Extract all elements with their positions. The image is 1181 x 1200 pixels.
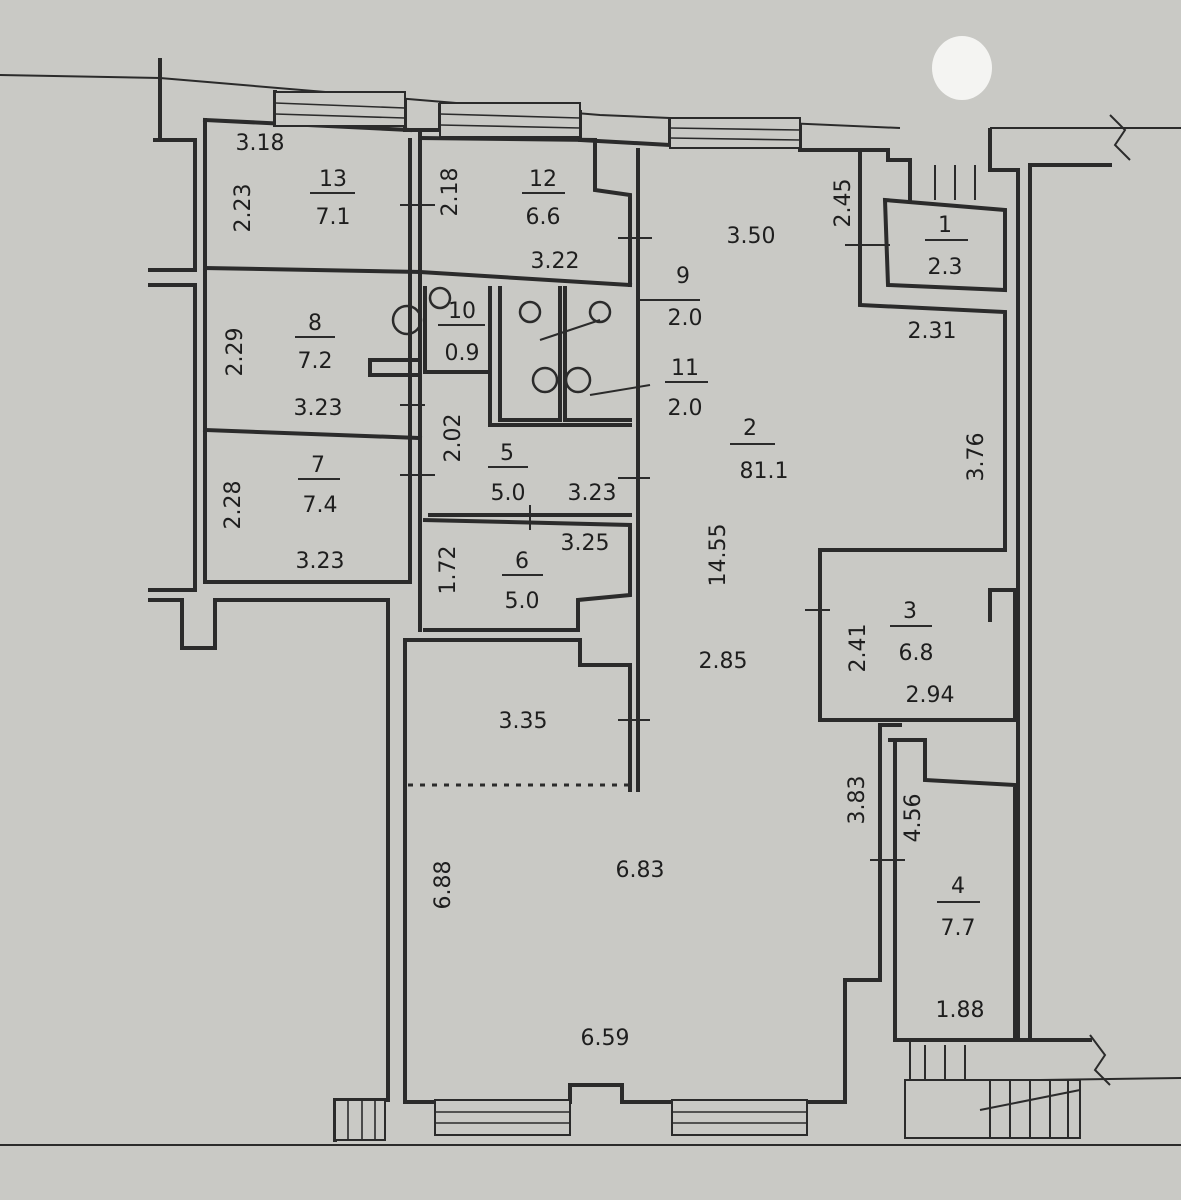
room-3-number: 3 [903,599,917,624]
room-1-height: 2.45 [831,179,856,228]
room-2-dim-step: 2.31 [908,319,957,344]
room-2-dim-hall-right: 3.83 [845,776,870,825]
room-8-area: 7.2 [298,349,333,374]
room-2-dim-hall-left: 6.88 [431,861,456,910]
room-3-width: 2.94 [906,683,955,708]
interior-walls [202,128,1017,1042]
room-2-dim-alcove: 3.35 [499,709,548,734]
room-labels: 13 7.1 3.18 2.23 12 6.6 3.22 2.18 8 7.2 … [221,131,989,1051]
room-7-width: 3.23 [296,549,345,574]
room-5-width: 3.23 [568,481,617,506]
room-7-number: 7 [311,453,325,478]
room-1-number: 1 [938,213,952,238]
room-4-height: 4.56 [901,794,926,843]
room-4-width: 1.88 [936,998,985,1023]
windows [274,91,808,1141]
room-5-height: 2.02 [441,414,466,463]
room-12-width: 3.22 [531,249,580,274]
room-3-height: 2.41 [846,624,871,673]
room-8-height: 2.29 [223,328,248,377]
room-3-area: 6.8 [899,641,934,666]
stairs [904,165,1081,1139]
room-8-width: 3.23 [294,396,343,421]
room-2-dim-top: 3.50 [727,224,776,249]
room-6-area: 5.0 [505,589,540,614]
room-4-area: 7.7 [941,916,976,941]
room-2-dim-hall-width: 6.83 [616,858,665,883]
room-11-area: 2.0 [668,396,703,421]
room-9-area: 2.0 [668,306,703,331]
room-6-height: 1.72 [436,546,461,595]
room-11-number: 11 [671,356,699,381]
room-6-number: 6 [515,549,529,574]
room-13-height: 2.23 [231,184,256,233]
erased-mark [932,36,992,100]
room-12-height: 2.18 [438,168,463,217]
room-4-number: 4 [951,874,965,899]
room-13-width: 3.18 [236,131,285,156]
room-10-area: 0.9 [445,341,480,366]
room-2-dim-corridor: 2.85 [699,649,748,674]
room-2-dim-bottom: 6.59 [581,1026,630,1051]
room-7-area: 7.4 [303,493,338,518]
room-10-number: 10 [448,299,476,324]
room-6-width: 3.25 [561,531,610,556]
room-9-number: 9 [676,264,690,289]
room-12-area: 6.6 [526,205,561,230]
room-2-dim-length: 14.55 [706,524,731,587]
room-1-area: 2.3 [928,255,963,280]
room-13-number: 13 [319,167,347,192]
room-12-number: 12 [529,167,557,192]
room-5-number: 5 [500,441,514,466]
room-13-area: 7.1 [316,205,351,230]
plumbing-fixtures [391,286,612,394]
room-2-dim-right: 3.76 [964,433,989,482]
room-7-height: 2.28 [221,481,246,530]
room-8-number: 8 [308,311,322,336]
room-2-area: 81.1 [740,459,789,484]
room-5-area: 5.0 [491,481,526,506]
dimension-ticks [400,204,905,861]
room-2-number: 2 [743,416,757,441]
